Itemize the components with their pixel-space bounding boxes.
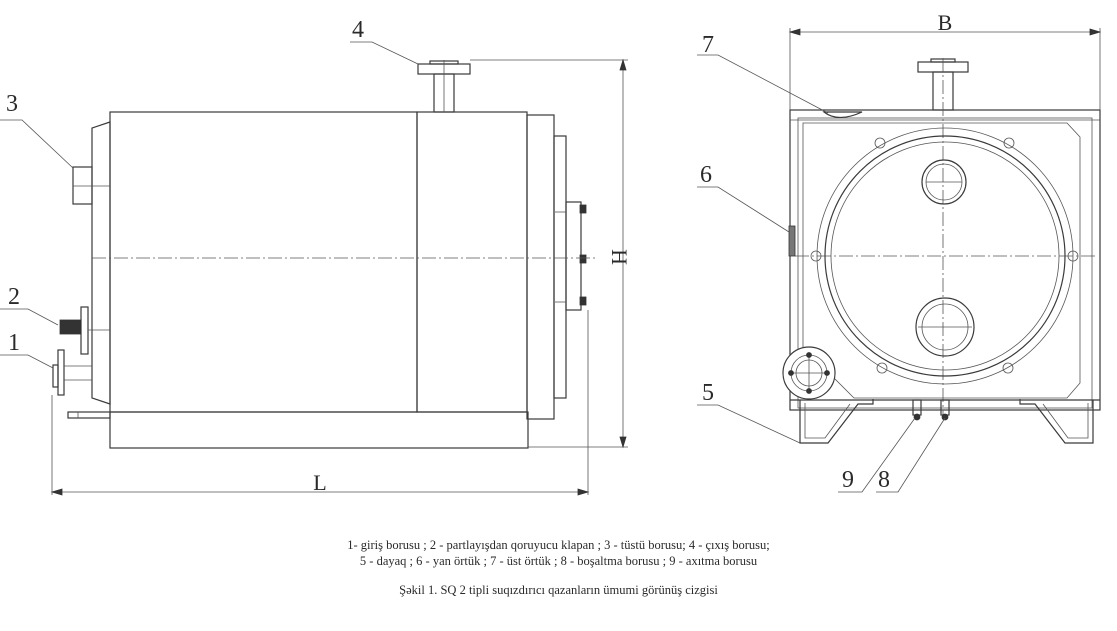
callout-7: 7 — [702, 32, 714, 58]
door-ring-mid — [824, 135, 1066, 377]
callout-3: 3 — [6, 91, 18, 117]
callout-2: 2 — [8, 284, 20, 310]
safety-valve-flange — [80, 306, 89, 355]
legend-line-2: 5 - dayaq ; 6 - yan örtük ; 7 - üst örtü… — [359, 554, 758, 568]
callout-5: 5 — [702, 380, 714, 406]
dimension-width-label: B — [938, 10, 953, 35]
side-cover — [788, 225, 796, 257]
rear-plate-inner — [553, 135, 567, 399]
callout-9: 9 — [842, 467, 854, 493]
boiler-body-rear-section — [416, 111, 528, 413]
burner-port — [915, 297, 975, 357]
front-view: B 7 6 5 9 8 — [697, 10, 1102, 493]
legend-line-1: 1- giriş borusu ; 2 - partlayışdan qoruy… — [347, 538, 770, 552]
boiler-technical-drawing: H L 3 2 1 4 — [0, 10, 1102, 496]
dimension-height-label: H — [607, 249, 632, 265]
flue-pipe — [72, 166, 93, 205]
callout-6: 6 — [700, 162, 712, 188]
front-casing — [789, 109, 1101, 411]
rear-inspection-cover — [565, 201, 582, 311]
top-cover — [822, 111, 863, 119]
drain-pipe-8 — [940, 399, 950, 416]
boiler-base — [109, 411, 529, 449]
side-view: H L 3 2 1 4 — [0, 17, 632, 496]
legend: 1- giriş borusu ; 2 - partlayışdan qoruy… — [0, 537, 1117, 569]
inlet-pipe-flange — [57, 349, 65, 396]
dimension-length-label: L — [313, 470, 326, 495]
support-right — [1019, 399, 1094, 444]
door-ring-inner — [830, 141, 1060, 371]
drain-pipe-9 — [912, 399, 922, 416]
rear-plate-outer — [526, 114, 555, 420]
callout-1: 1 — [8, 330, 20, 356]
front-plate — [91, 121, 111, 405]
safety-valve-spring — [59, 319, 82, 335]
callout-8: 8 — [878, 467, 890, 493]
boiler-body — [109, 111, 418, 413]
callout-4: 4 — [352, 17, 364, 43]
support-left — [799, 399, 874, 444]
door-ring-outer — [816, 127, 1074, 385]
figure-caption: Şəkil 1. SQ 2 tipli suqızdırıcı qazanlar… — [399, 583, 718, 597]
